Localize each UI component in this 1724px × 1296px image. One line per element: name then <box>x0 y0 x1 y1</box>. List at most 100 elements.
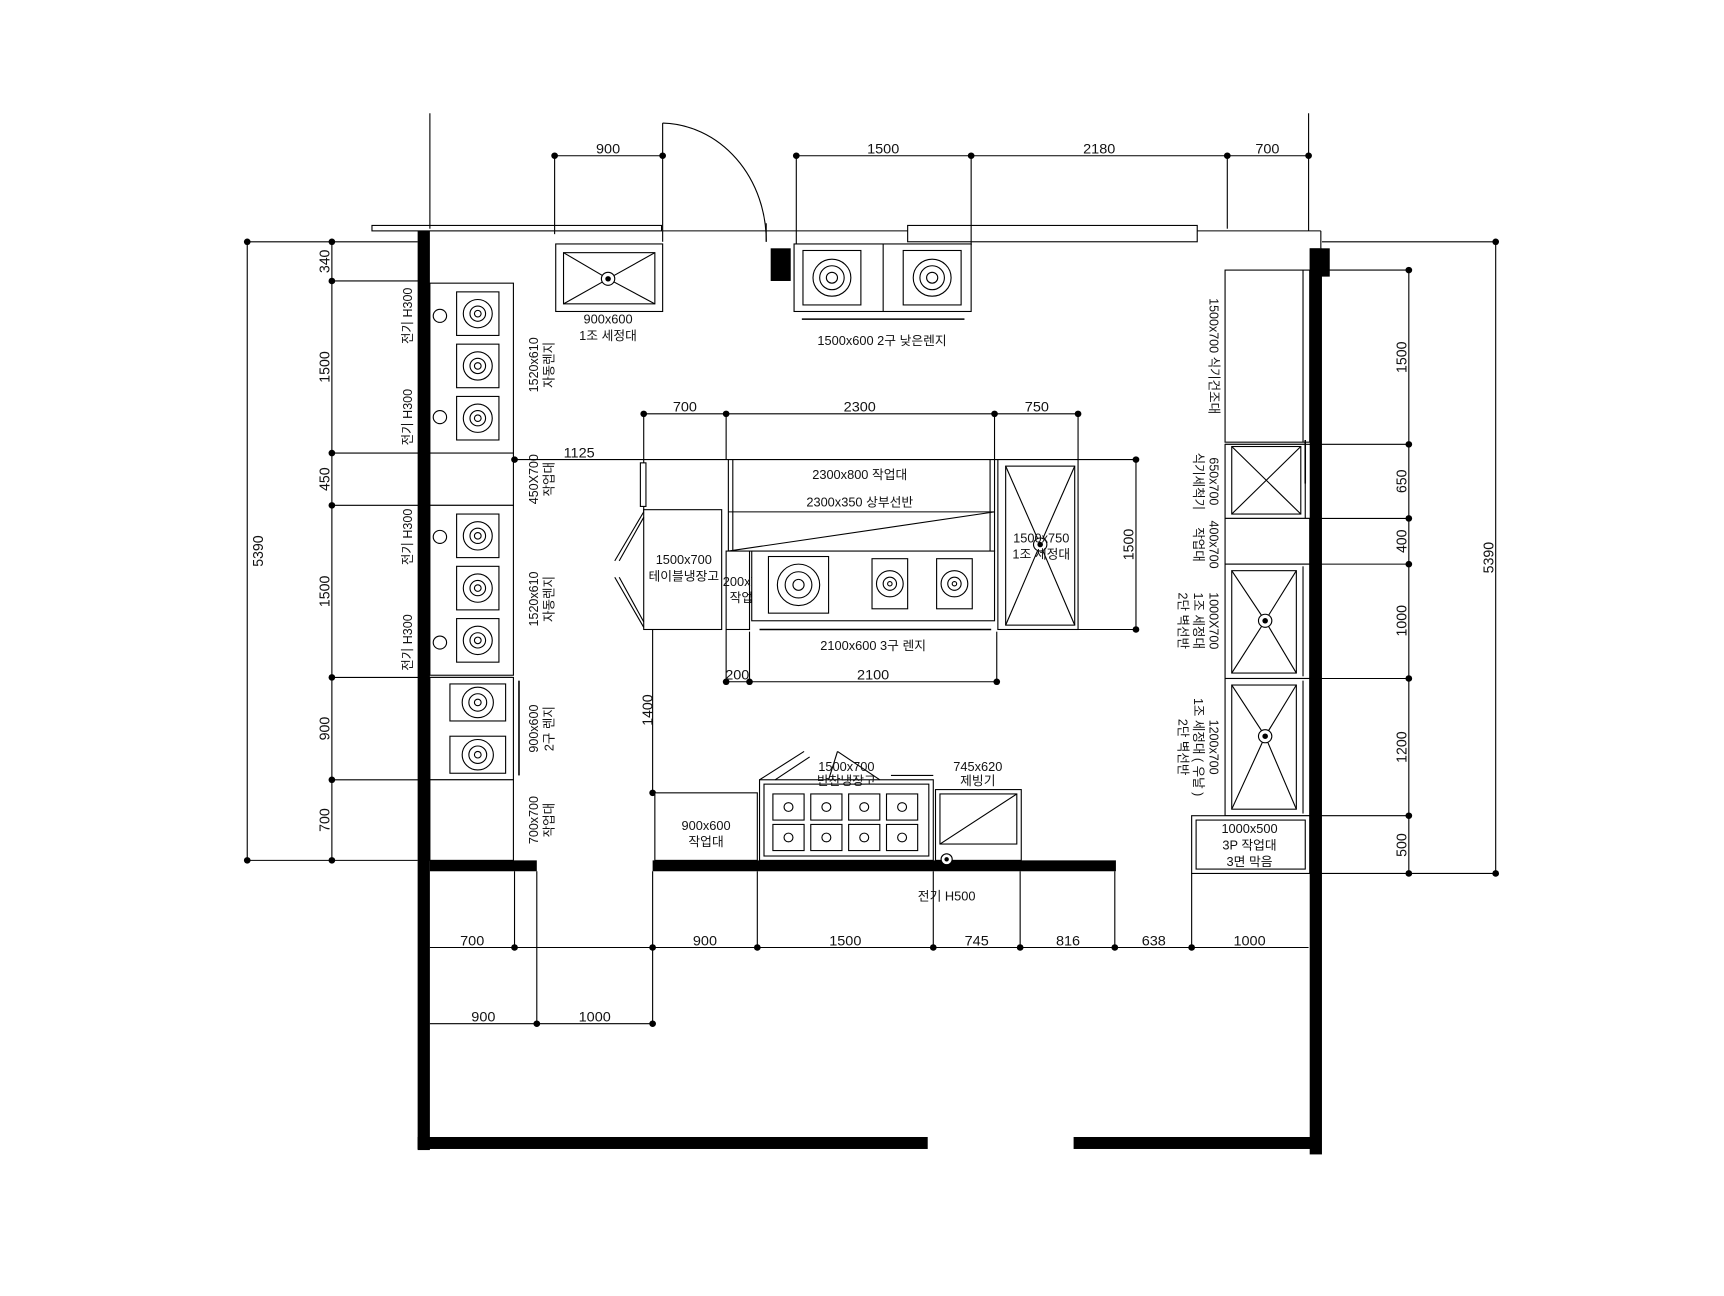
dim-isl-1400: 1400 <box>640 694 656 725</box>
left-dimensions: 5390 340 1500 450 1500 900 700 <box>243 238 513 864</box>
dim-bot-700: 700 <box>460 933 484 949</box>
left-worktable-450: 450X700 작업대 <box>429 452 557 506</box>
label-b-ice-size: 745x620 <box>953 760 1002 774</box>
label-worktable700-size: 700x700 <box>527 796 541 844</box>
top-sink: 900x600 1조 세정대 <box>555 243 664 343</box>
walls <box>417 228 1330 1155</box>
top-dimensions: 900 1500 2180 700 <box>551 142 1312 246</box>
label-isl-range: 2100x600 3구 렌지 <box>820 639 926 653</box>
label-auto-range1-name: 자동렌지 <box>542 342 556 388</box>
right-sink-1200: 1200x700 1조 세정대 ( 우날 ) 2단 벽선반 <box>1175 677 1311 817</box>
dim-right-5390: 5390 <box>1481 542 1497 573</box>
label-isl-fridge-size: 1500x700 <box>656 553 712 567</box>
label-r-3p-name: 3P 작업대 <box>1222 839 1276 853</box>
island-sink: 1500x750 1조 세정대 <box>997 459 1079 631</box>
label-elec-h300-2: 전기 H300 <box>401 389 415 445</box>
label-top-range: 1500x600 2구 낮은렌지 <box>817 334 946 348</box>
label-worktable450-name: 작업대 <box>542 462 556 497</box>
dim-isl-700: 700 <box>673 400 697 416</box>
bottom-worktable: 900x600 작업대 <box>654 792 758 861</box>
left-auto-range-1: 전기 H300 전기 H300 1520x610 자동렌지 <box>401 282 557 454</box>
label-b-work-size: 900x600 <box>682 819 731 833</box>
label-r-3p-size: 1000x500 <box>1221 822 1277 836</box>
label-r-dish-size: 650x700 <box>1206 457 1220 505</box>
label-r-dryer: 1500x700 식기건조대 <box>1206 298 1220 414</box>
label-isl-fridge-name: 테이블냉장고 <box>648 570 719 584</box>
right-sink-1000: 1000X700 1조 세정대 2단 벽선반 <box>1175 563 1311 680</box>
dim-bot-1500: 1500 <box>829 933 861 949</box>
dim-bot-900: 900 <box>693 933 717 949</box>
left-range-900: 900x600 2구 렌지 <box>429 676 557 781</box>
wall-left <box>417 228 430 1151</box>
label-isl-sink-size: 1500x750 <box>1013 531 1069 545</box>
bottom-dimensions: 700 900 1500 745 816 638 1000 900 1000 <box>429 871 1309 1027</box>
dim-bot2-1000: 1000 <box>579 1010 611 1026</box>
label-elec-h300-4: 전기 H300 <box>401 614 415 670</box>
label-isl-shelf: 2300x350 상부선반 <box>806 496 913 510</box>
label-auto-range2-name: 자동렌지 <box>542 576 556 622</box>
label-r-sink1200-name: 1조 세정대 ( 우날 ) <box>1191 698 1205 796</box>
left-worktable-700: 700x700 작업대 <box>429 779 557 861</box>
partition-left <box>429 860 537 872</box>
label-elec-h300-1: 전기 H300 <box>401 288 415 344</box>
dim-left-5390: 5390 <box>251 535 267 566</box>
label-r-3p-note: 3면 막음 <box>1227 855 1273 869</box>
dim-right-1500: 1500 <box>1394 341 1410 372</box>
dim-right-650: 650 <box>1394 470 1410 494</box>
top-right-post <box>1309 248 1330 277</box>
dim-bot-745: 745 <box>965 933 989 949</box>
label-b-work-name: 작업대 <box>688 835 723 849</box>
top-left-post <box>770 248 791 281</box>
dim-isl-1125: 1125 <box>564 446 595 462</box>
top-range: 1500x600 2구 낮은렌지 <box>793 243 972 348</box>
dim-right-400: 400 <box>1394 529 1410 553</box>
dim-right-500: 500 <box>1394 833 1410 857</box>
dim-right-1200: 1200 <box>1394 731 1410 762</box>
dim-top-2180: 2180 <box>1083 142 1115 158</box>
dim-isl-200: 200 <box>725 668 749 684</box>
dim-left-900: 900 <box>318 717 334 741</box>
wall-bottom-left <box>417 1136 928 1149</box>
label-isl-worktable: 2300x800 작업대 <box>812 468 907 482</box>
label-worktable700-name: 작업대 <box>542 803 556 838</box>
label-b-ice-name: 제빙기 <box>960 774 995 788</box>
bottom-ice-maker: 745x620 제빙기 전기 H500 <box>918 760 1022 904</box>
right-dish-dryer: 1500x700 식기건조대 <box>1206 269 1311 443</box>
label-r-work400-name: 작업대 <box>1191 527 1205 562</box>
right-3p-worktable: 1000x500 3P 작업대 3면 막음 <box>1191 815 1311 874</box>
island-table-fridge: 1500x700 테이블냉장고 <box>614 462 723 631</box>
label-auto-range1-size: 1520x610 <box>527 337 541 392</box>
dim-top-900: 900 <box>596 142 620 158</box>
label-b-fridge-name: 반찬냉장고 <box>817 774 876 788</box>
dim-left-1500b: 1500 <box>318 576 334 607</box>
label-range900-size: 900x600 <box>527 705 541 753</box>
dim-left-450: 450 <box>318 467 334 491</box>
dim-bot-816: 816 <box>1056 933 1080 949</box>
dim-isl-750: 750 <box>1025 400 1049 416</box>
label-r-sink1200-size: 1200x700 <box>1206 720 1220 775</box>
label-isl-sink-name: 1조 세정대 <box>1012 548 1070 562</box>
island-range: 2100x600 3구 렌지 <box>751 550 996 653</box>
wall-right <box>1309 248 1322 1155</box>
dim-bot-1000: 1000 <box>1233 933 1265 949</box>
left-auto-range-2: 전기 H300 전기 H300 1520x610 자동렌지 <box>401 504 557 676</box>
label-r-work400-size: 400x700 <box>1206 521 1220 569</box>
label-r-dish-name: 식기세척기 <box>1191 453 1205 511</box>
right-worktable-400: 400x700 작업대 <box>1191 517 1311 569</box>
door-swing <box>662 122 767 242</box>
label-top-sink-size: 900x600 <box>584 313 633 327</box>
dim-isl-1500: 1500 <box>1122 529 1138 560</box>
top-wall <box>371 113 1322 249</box>
dim-isl-2100: 2100 <box>857 668 889 684</box>
dim-bot-638: 638 <box>1142 933 1166 949</box>
dim-bot2-900: 900 <box>471 1010 495 1026</box>
dim-top-700: 700 <box>1255 142 1279 158</box>
dim-left-340: 340 <box>318 250 334 274</box>
label-top-sink-name: 1조 세정대 <box>579 329 637 343</box>
dim-right-1000: 1000 <box>1394 605 1410 636</box>
label-range900-name: 2구 렌지 <box>542 706 556 751</box>
label-r-sink1000-shelf: 2단 벽선반 <box>1175 593 1189 650</box>
wall-bottom-right <box>1073 1136 1321 1149</box>
label-b-fridge-size: 1500x700 <box>818 760 874 774</box>
